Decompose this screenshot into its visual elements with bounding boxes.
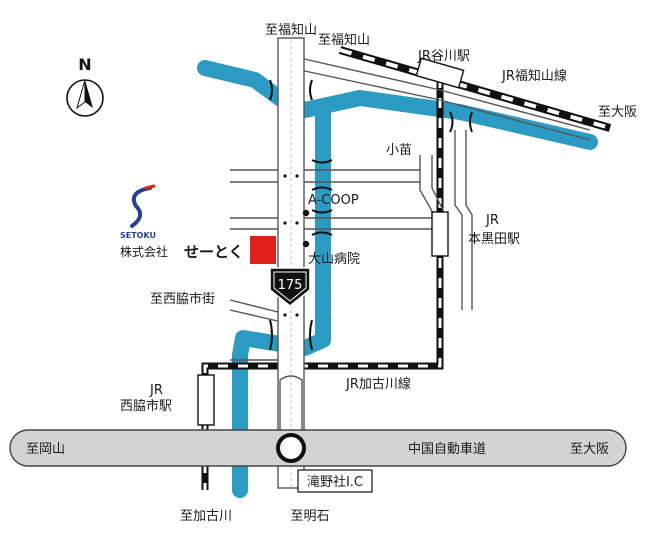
to-okayama-label: 至岡山 bbox=[26, 442, 65, 457]
to-fukuchiyama-rail-label: 至福知山 bbox=[318, 32, 370, 48]
roads bbox=[229, 57, 591, 361]
jr-nishiwakishi-jr-label: JR bbox=[149, 383, 163, 398]
interchange-icon bbox=[276, 433, 306, 463]
to-nishiwaki-city-label: 至西脇市街 bbox=[150, 291, 215, 307]
oyama-hospital-label: 大山病院 bbox=[308, 252, 360, 267]
jr-nishiwakishi-station-label: 西脇市駅 bbox=[120, 398, 172, 414]
interchange-label: 滝野社I.C bbox=[307, 474, 363, 490]
a-coop-label: A-COOP bbox=[308, 193, 359, 208]
jr-motokuroda-jr-label: JR bbox=[485, 213, 499, 228]
company-legal-form: 株式会社 bbox=[120, 244, 168, 259]
to-akashi-label: 至明石 bbox=[290, 509, 329, 524]
jr-tanikawa-station-label: JR谷川駅 bbox=[417, 49, 470, 64]
jr-nishiwakishi-station-building bbox=[197, 374, 215, 426]
expressway-name-label: 中国自動車道 bbox=[408, 442, 486, 457]
river-main bbox=[232, 100, 331, 498]
to-fukuchiyama-top-label: 至福知山 bbox=[265, 22, 317, 38]
jr-motokuroda-station-building bbox=[431, 211, 449, 257]
river bbox=[197, 60, 598, 498]
jr-fukuchiyama-line bbox=[338, 46, 612, 132]
company-brand-name: せーとく bbox=[184, 243, 244, 261]
to-kakogawa-label: 至加古川 bbox=[180, 509, 232, 524]
to-osaka-rail-label: 至大阪 bbox=[598, 105, 637, 120]
konae-label: 小苗 bbox=[386, 143, 412, 158]
north-label: N bbox=[78, 55, 91, 74]
logo-text: SETOKU bbox=[120, 231, 156, 240]
route-175-shield: 175 bbox=[269, 267, 311, 308]
chugoku-expressway bbox=[9, 429, 627, 467]
bridge-marks bbox=[269, 79, 473, 351]
a-coop-marker bbox=[302, 209, 310, 217]
jr-motokuroda-station-label: 本黒田駅 bbox=[468, 232, 520, 247]
to-osaka-expressway-label: 至大阪 bbox=[570, 442, 609, 457]
jr-fukuchiyama-line-label: JR福知山線 bbox=[501, 68, 567, 84]
route-175-road bbox=[277, 37, 305, 490]
jr-kakogawa-line-label: JR加古川線 bbox=[345, 376, 411, 392]
jr-tanikawa-station-building bbox=[415, 57, 465, 89]
oyama-hospital-marker bbox=[302, 240, 310, 248]
river-upper bbox=[197, 60, 598, 150]
setoku-logo: SETOKU bbox=[120, 184, 156, 240]
company-location-marker bbox=[250, 236, 276, 264]
intersection-dots bbox=[283, 174, 299, 317]
route-number-label: 175 bbox=[278, 278, 303, 293]
interchange-label-box bbox=[297, 469, 373, 493]
north-arrow-icon: N bbox=[66, 55, 104, 117]
